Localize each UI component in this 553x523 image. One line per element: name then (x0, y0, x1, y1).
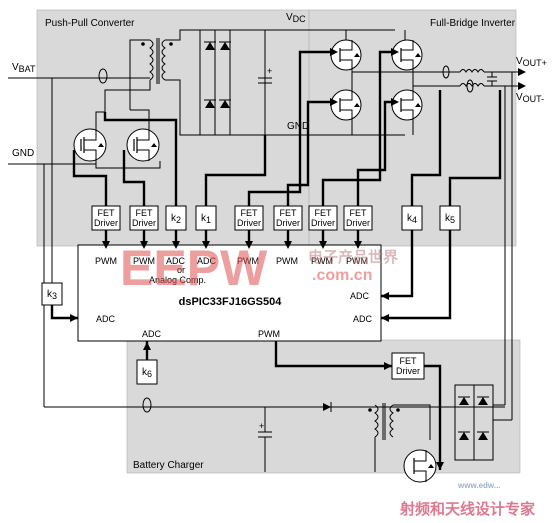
full-bridge-mosfet-tl (330, 39, 362, 71)
svg-text:k6: k6 (142, 367, 152, 379)
gnd-left-label: GND (12, 148, 34, 159)
push-pull-mosfet-right (126, 128, 160, 162)
mcu-pin-or: or (177, 265, 185, 275)
svg-text:Driver: Driver (311, 218, 335, 228)
svg-text:k4: k4 (407, 213, 417, 225)
charger-mosfet (403, 449, 437, 483)
svg-text:.com.cn: .com.cn (312, 267, 372, 284)
mcu-pin-pwm-2: PWM (133, 256, 155, 266)
svg-text:FET: FET (136, 208, 154, 218)
mcu-pin-analog-comp: Analog Comp. (149, 275, 206, 285)
battery-charger-title: Battery Charger (133, 460, 204, 471)
vbat-label: VBAT (12, 62, 36, 74)
mcu-pin-adc-k5: ADC (353, 314, 373, 324)
full-bridge-mosfet-bl (330, 89, 362, 121)
mcu-pin-adc-2: ADC (197, 256, 217, 266)
svg-text:FET: FET (241, 208, 259, 218)
svg-text:k1: k1 (201, 213, 211, 225)
sensor-k6: k6 (136, 359, 158, 385)
mcu-pin-pwm-3: PWM (237, 256, 259, 266)
mcu-pin-pwm-5: PWM (311, 256, 333, 266)
svg-text:射频和天线设计专家: 射频和天线设计专家 (399, 500, 535, 518)
svg-text:k5: k5 (445, 213, 455, 225)
full-bridge-mosfet-tr (391, 39, 423, 71)
fet-driver-5: FET Driver (308, 205, 338, 231)
fet-driver-6: FET Driver (343, 205, 373, 231)
sensor-k1: k1 (195, 205, 217, 231)
svg-text:FET: FET (315, 208, 333, 218)
svg-text:Driver: Driver (237, 218, 261, 228)
push-pull-mosfet-left (73, 128, 107, 162)
push-pull-title: Push-Pull Converter (45, 18, 135, 29)
vout-minus-label: VOUT- (516, 92, 544, 104)
mcu-pin-pwm-4: PWM (276, 256, 298, 266)
sensor-k5: k5 (439, 205, 461, 231)
mcu-pin-adc-k6: ADC (142, 329, 162, 339)
fet-driver-charger: FET Driver (391, 352, 425, 380)
sensor-k4: k4 (401, 205, 423, 231)
svg-text:k3: k3 (47, 289, 57, 301)
mcu-pin-pwm-1: PWM (95, 256, 117, 266)
bottom-watermark: www.edw... 射频和天线设计专家 (399, 481, 535, 518)
svg-text:k2: k2 (171, 213, 181, 225)
svg-text:FET: FET (350, 208, 368, 218)
svg-text:FET: FET (400, 356, 418, 366)
gnd-mid-label: GND (287, 121, 309, 132)
svg-text:Driver: Driver (346, 218, 370, 228)
eepw-watermark: EEPW 电子产品世界 .com.cn (120, 240, 398, 296)
svg-text:电子产品世界: 电子产品世界 (308, 248, 398, 266)
svg-text:Driver: Driver (276, 218, 300, 228)
vdc-label: VDC (286, 12, 306, 24)
sensor-k3: k3 (41, 282, 63, 306)
fet-driver-2: FET Driver (129, 205, 159, 231)
svg-text:+: + (259, 421, 264, 431)
mcu-section (77, 244, 382, 342)
svg-text:Driver: Driver (94, 218, 118, 228)
svg-text:FET: FET (280, 208, 298, 218)
mcu-name: dsPIC33FJ16GS504 (179, 296, 283, 308)
fet-driver-1: FET Driver (91, 205, 121, 231)
vout-plus-label: VOUT+ (516, 56, 547, 68)
mcu-pin-adc-k3: ADC (96, 314, 116, 324)
svg-text:Driver: Driver (132, 218, 156, 228)
full-bridge-mosfet-br (391, 89, 423, 121)
svg-text:Driver: Driver (396, 366, 420, 376)
full-bridge-title: Full-Bridge Inverter (430, 18, 516, 29)
sensor-k2: k2 (165, 205, 187, 231)
fet-driver-3: FET Driver (234, 205, 264, 231)
fet-driver-4: FET Driver (273, 205, 303, 231)
mcu-pin-pwm-charger: PWM (258, 329, 280, 339)
svg-text:+: + (267, 66, 272, 76)
mcu-pin-adc-k4: ADC (350, 291, 370, 301)
mcu-pin-pwm-6: PWM (346, 256, 368, 266)
mcu-pin-adc-1: ADC (166, 256, 186, 266)
svg-text:EEPW: EEPW (120, 240, 268, 296)
svg-text:FET: FET (98, 208, 116, 218)
svg-text:www.edw...: www.edw... (457, 481, 501, 490)
